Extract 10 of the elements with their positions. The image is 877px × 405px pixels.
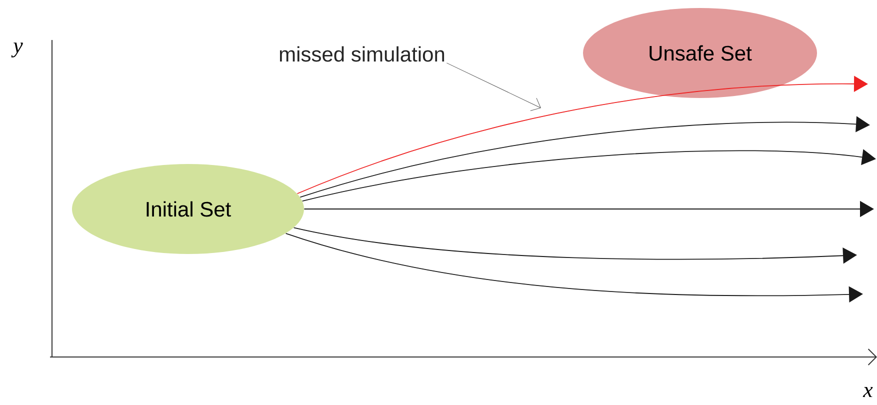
trajectory-arrow: [296, 76, 868, 194]
ellipse-node: Unsafe Set: [583, 8, 817, 98]
trajectory-arrow: [302, 149, 876, 202]
leader-line: [446, 62, 541, 111]
axis-label: x: [862, 386, 873, 398]
ellipse-node: Initial Set: [72, 164, 304, 254]
annotation-text: missed simulation: [280, 46, 444, 62]
trajectory-arrow: [285, 232, 863, 302]
axis-label: y: [11, 42, 23, 58]
trajectory-arrow: [300, 116, 870, 198]
